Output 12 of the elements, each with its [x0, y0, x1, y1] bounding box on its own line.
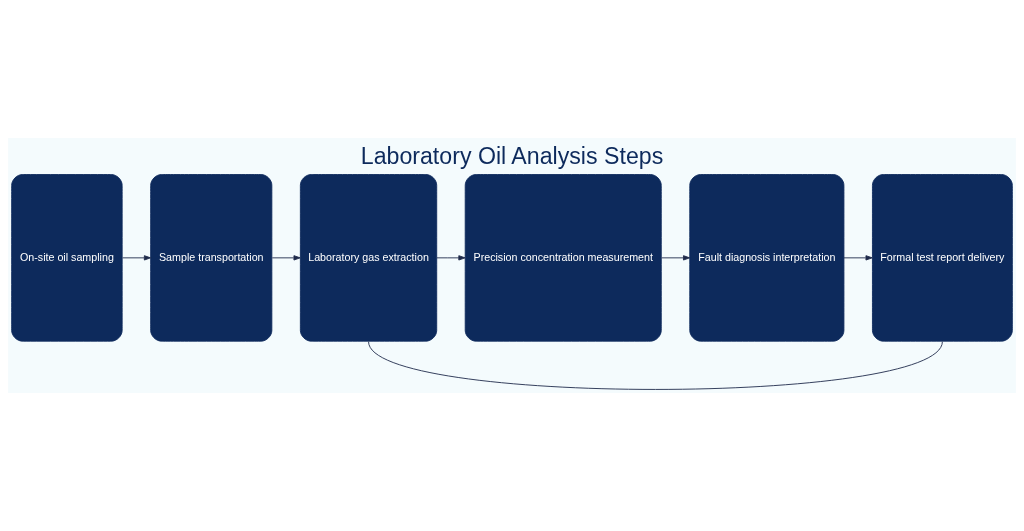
- node-box: Sample transportation: [150, 174, 273, 342]
- arrow: [436, 255, 466, 261]
- arrow: [122, 255, 152, 261]
- node-box: On-site oil sampling: [11, 174, 123, 342]
- arrow: [271, 255, 301, 261]
- node-box: Fault diagnosis interpretation: [689, 174, 845, 342]
- arrow: [843, 255, 873, 261]
- diagram-title: Laboratory Oil Analysis Steps: [360, 142, 664, 169]
- node-box: Laboratory gas extraction: [299, 174, 438, 342]
- node-box: Formal test report delivery: [872, 174, 1013, 342]
- node-box: Precision concentration measurement: [464, 174, 662, 342]
- arrow: [661, 255, 691, 261]
